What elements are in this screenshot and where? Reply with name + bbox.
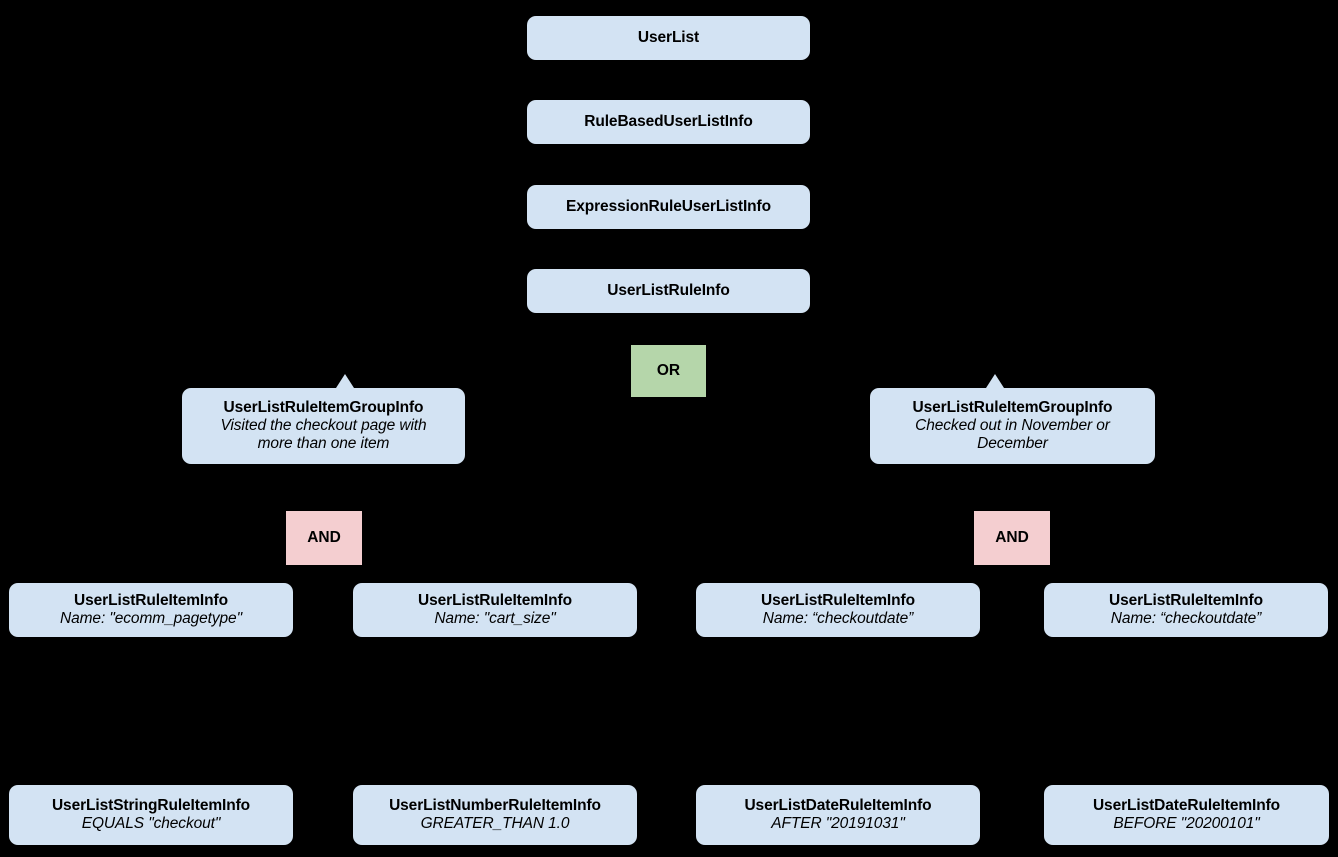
node-typed-rule-item-4[interactable]: UserListDateRuleItemInfo BEFORE "2020010…: [1044, 785, 1329, 845]
node-detail: Name: "ecomm_pagetype": [60, 610, 242, 627]
node-rule-item-4[interactable]: UserListRuleItemInfo Name: “checkoutdate…: [1044, 583, 1328, 637]
node-detail: AFTER "20191031": [771, 815, 905, 832]
connector-stub-left: [336, 374, 354, 388]
node-description-line1: Visited the checkout page with: [220, 416, 427, 434]
node-userlistruleinfo[interactable]: UserListRuleInfo: [527, 269, 810, 313]
node-description-line2: December: [977, 435, 1048, 453]
operator-and-right[interactable]: AND: [974, 511, 1050, 565]
node-title: UserListRuleInfo: [607, 281, 730, 299]
node-title: UserListStringRuleItemInfo: [51, 796, 251, 814]
node-title: UserListNumberRuleItemInfo: [389, 796, 601, 814]
node-title: UserListDateRuleItemInfo: [744, 796, 932, 814]
node-title: UserListRuleItemGroupInfo: [912, 398, 1113, 416]
operator-label: AND: [307, 529, 341, 546]
operator-label: OR: [656, 362, 681, 379]
node-typed-rule-item-3[interactable]: UserListDateRuleItemInfo AFTER "20191031…: [696, 785, 980, 845]
node-title: UserListRuleItemInfo: [1109, 591, 1263, 609]
node-detail: Name: "cart_size": [434, 610, 556, 627]
node-title: UserListRuleItemGroupInfo: [223, 398, 424, 416]
node-detail: Name: “checkoutdate”: [762, 610, 914, 627]
node-rule-item-1[interactable]: UserListRuleItemInfo Name: "ecomm_pagety…: [9, 583, 293, 637]
connector-stub-right: [986, 374, 1004, 388]
node-detail: BEFORE "20200101": [1113, 815, 1260, 832]
node-rule-item-group-left[interactable]: UserListRuleItemGroupInfo Visited the ch…: [182, 388, 465, 464]
node-title: ExpressionRuleUserListInfo: [566, 197, 771, 215]
node-typed-rule-item-1[interactable]: UserListStringRuleItemInfo EQUALS "check…: [9, 785, 293, 845]
node-rulebaseduserlistinfo[interactable]: RuleBasedUserListInfo: [527, 100, 810, 144]
node-title: UserListRuleItemInfo: [761, 591, 915, 609]
operator-label: AND: [995, 529, 1029, 546]
node-rule-item-group-right[interactable]: UserListRuleItemGroupInfo Checked out in…: [870, 388, 1155, 464]
operator-and-left[interactable]: AND: [286, 511, 362, 565]
node-detail: EQUALS "checkout": [81, 815, 221, 832]
node-description-line2: more than one item: [257, 435, 390, 453]
node-expressionruleuserlistinfo[interactable]: ExpressionRuleUserListInfo: [527, 185, 810, 229]
node-detail: Name: “checkoutdate”: [1110, 610, 1262, 627]
node-title: UserListRuleItemInfo: [418, 591, 572, 609]
node-typed-rule-item-2[interactable]: UserListNumberRuleItemInfo GREATER_THAN …: [353, 785, 637, 845]
node-rule-item-2[interactable]: UserListRuleItemInfo Name: "cart_size": [353, 583, 637, 637]
node-detail: GREATER_THAN 1.0: [420, 815, 570, 832]
node-userlist[interactable]: UserList: [527, 16, 810, 60]
operator-or[interactable]: OR: [631, 345, 706, 397]
node-title: UserList: [637, 28, 700, 46]
node-title: RuleBasedUserListInfo: [584, 112, 753, 130]
node-title: UserListRuleItemInfo: [74, 591, 228, 609]
node-description-line1: Checked out in November or: [915, 416, 1110, 434]
node-title: UserListDateRuleItemInfo: [1092, 796, 1281, 814]
node-rule-item-3[interactable]: UserListRuleItemInfo Name: “checkoutdate…: [696, 583, 980, 637]
